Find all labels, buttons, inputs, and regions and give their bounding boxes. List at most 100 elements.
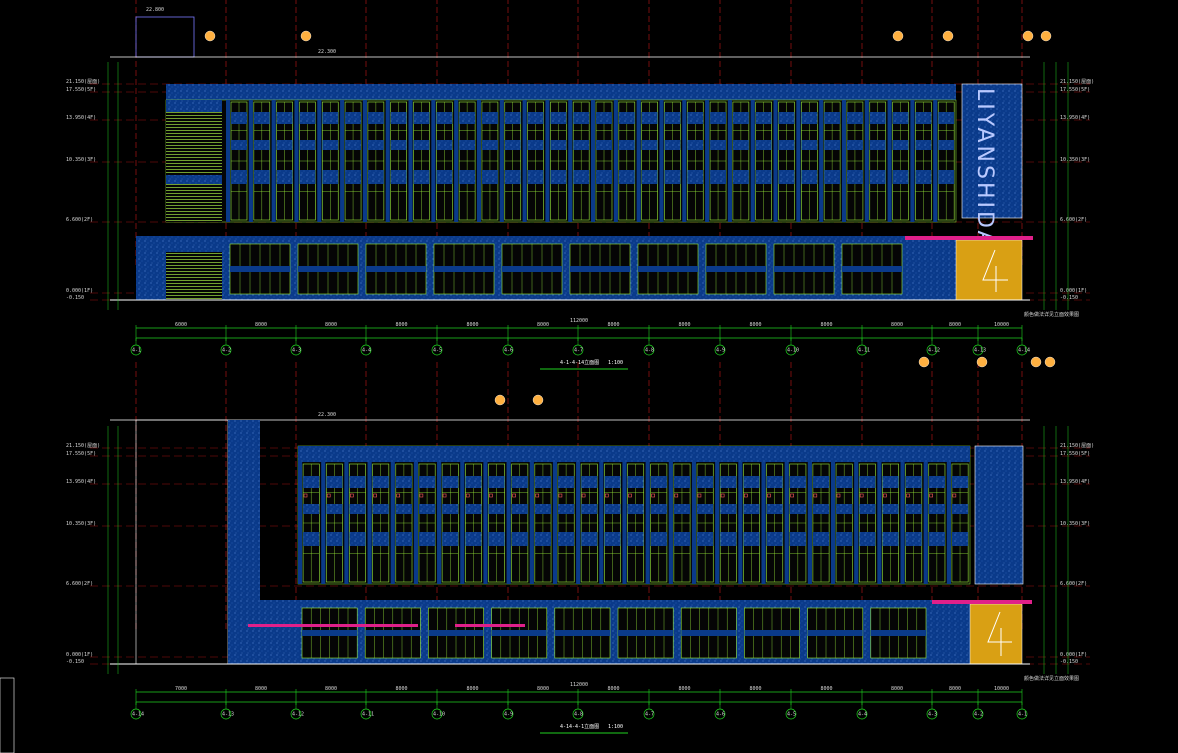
axis-bubble: [572, 708, 584, 720]
spandrel-panel: [892, 112, 909, 124]
spandrel-panel: [604, 504, 621, 514]
drawing-scale: 1:100: [608, 360, 623, 366]
spandrel-panel: [951, 476, 969, 488]
bay-dimension: 8000: [396, 686, 408, 692]
podium-band: [638, 266, 698, 272]
mullion: [727, 100, 732, 222]
window-tag: [558, 493, 563, 498]
spandrel-panel: [801, 112, 818, 124]
detail-callout: [942, 30, 954, 42]
spandrel-panel: [349, 504, 366, 514]
spandrel-panel: [349, 476, 366, 488]
bay-dimension: 7000: [175, 686, 187, 692]
spandrel-panel: [882, 476, 899, 488]
spandrel-panel: [720, 476, 737, 488]
mullion: [362, 100, 367, 222]
spandrel-panel: [390, 112, 407, 124]
bay-dimension: 8000: [255, 322, 267, 328]
spandrel-panel: [743, 504, 760, 514]
window-tag: [350, 493, 354, 498]
podium-band: [681, 630, 737, 636]
window-tag: [303, 493, 308, 498]
window-tag: [326, 493, 331, 498]
mullion: [819, 100, 824, 222]
mullion: [645, 462, 650, 584]
podium-band: [744, 630, 800, 636]
level-annotations: 21.150(屋面)21.150(屋面)17.550(5F)17.550(5F)…: [66, 62, 1094, 310]
bay-dimension: 8000: [325, 686, 337, 692]
spandrel-panel: [326, 532, 343, 546]
spandrel-panel: [755, 170, 772, 184]
window-tag: [581, 493, 586, 498]
spandrel-panel: [766, 504, 783, 514]
window-tag: [859, 493, 864, 498]
spandrel-panel: [755, 140, 772, 150]
level-label-right: -0.150: [1060, 295, 1078, 301]
spandrel-panel: [367, 170, 384, 184]
axis-bubble: [220, 708, 232, 720]
axis-label: 4-6: [504, 348, 513, 354]
mullion: [622, 462, 627, 584]
spandrel-panel: [345, 140, 362, 150]
spandrel-panel: [322, 140, 339, 150]
mullion: [761, 462, 766, 584]
axis-bubble: [360, 708, 372, 720]
mullion: [340, 100, 345, 222]
gold-entrance-panel: [955, 239, 1023, 301]
mullion: [900, 462, 905, 584]
spandrel-panel: [303, 504, 320, 514]
detail-callout: [494, 394, 506, 406]
mullion: [499, 100, 504, 222]
spandrel-panel: [418, 504, 436, 514]
spandrel-panel: [299, 140, 316, 150]
axis-bubble: [572, 344, 584, 356]
spandrel-panel: [488, 532, 505, 546]
spandrel-panel: [687, 170, 704, 184]
level-label-right: 10.350(3F): [1060, 521, 1090, 527]
axis-bubble: [972, 708, 984, 720]
spandrel-panel: [859, 504, 876, 514]
mullion: [659, 100, 664, 222]
mullion: [413, 462, 419, 584]
spandrel-panel: [618, 170, 635, 184]
window-tag: [697, 493, 702, 498]
axis-label: 4-9: [716, 348, 725, 354]
axis-label: 4-12: [928, 348, 940, 354]
axis-label: 4-12: [292, 712, 304, 718]
spandrel-panel: [550, 140, 567, 150]
axis-bubble: [290, 708, 302, 720]
level-label-right: 6.600(2F): [1060, 217, 1087, 223]
podium-louver: [166, 252, 222, 300]
podium-band: [618, 630, 674, 636]
spandrel-panel: [938, 170, 955, 184]
spandrel-panel: [846, 170, 863, 184]
spandrel-panel: [824, 140, 841, 150]
spandrel-panel: [905, 504, 922, 514]
spandrel-panel: [322, 112, 339, 124]
drawing-scale: 1:100: [608, 724, 623, 730]
color-note: 颜色做法详见立面效果图: [1024, 675, 1079, 682]
bay-dimension: 8000: [821, 686, 833, 692]
spandrel-panel: [720, 532, 737, 546]
level-label-right: 0.000(1F): [1060, 652, 1087, 658]
axis-label: 4-8: [574, 712, 583, 718]
spandrel-panel: [557, 532, 575, 546]
louver-band: [166, 100, 222, 112]
level-label-left: 21.150(屋面): [66, 443, 100, 449]
podium-band: [570, 266, 630, 272]
spandrel-panel: [527, 112, 544, 124]
spandrel-panel: [951, 504, 969, 514]
spandrel-panel: [650, 532, 667, 546]
spandrel-panel: [664, 140, 681, 150]
mullion: [408, 100, 413, 222]
detail-callout: [1040, 30, 1052, 42]
podium-band: [774, 266, 834, 272]
spandrel-panel: [504, 140, 521, 150]
mullion: [682, 100, 687, 222]
spandrel-panel: [534, 504, 552, 514]
spandrel-panel: [836, 476, 853, 488]
podium-band: [870, 630, 926, 636]
